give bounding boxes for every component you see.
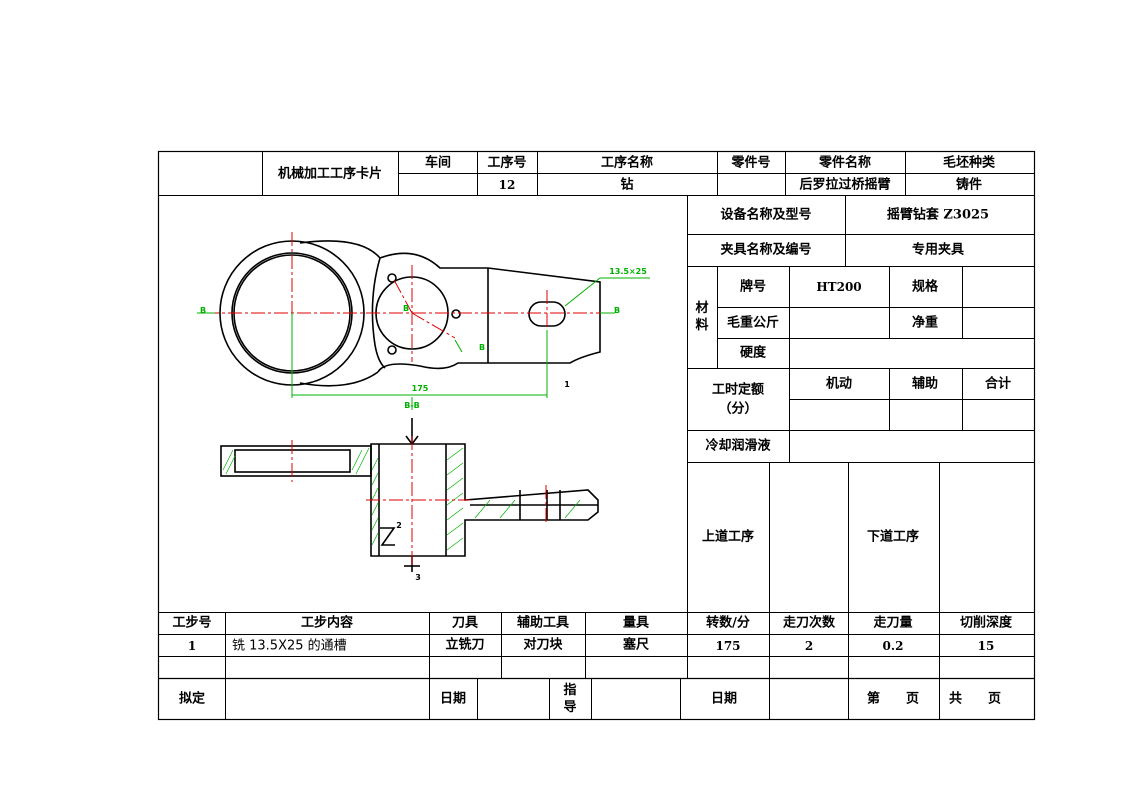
aux-label: 辅助	[911, 376, 939, 392]
op-name-value: 钻	[620, 177, 634, 193]
page-no-label: 第 页	[866, 691, 920, 707]
dim-slot: 13.5×25	[609, 267, 647, 276]
col-step-no: 工步号	[172, 615, 212, 631]
material-label: 材料	[695, 301, 709, 333]
coolant-label: 冷却润滑液	[705, 438, 771, 454]
step-speed: 175	[715, 639, 741, 653]
op-name-label: 工序名称	[600, 155, 654, 171]
guide-label: 指导	[563, 683, 577, 715]
total-pages-label: 共 页	[948, 691, 1002, 707]
equipment-value: 摇臂钻套 Z3025	[886, 207, 990, 223]
col-content: 工步内容	[300, 615, 354, 631]
next-op-label: 下道工序	[866, 529, 920, 545]
step-aux-tool: 对刀块	[523, 637, 563, 653]
step-feed: 0.2	[882, 639, 904, 653]
part-no-label: 零件号	[731, 155, 771, 171]
mark-b-right: B	[613, 306, 621, 315]
dim-length: 175	[411, 384, 429, 393]
fixture-label: 夹具名称及编号	[720, 242, 812, 258]
date-label-2: 日期	[710, 691, 738, 707]
part-name-value: 后罗拉过桥摇臂	[799, 177, 891, 193]
fixture-value: 专用夹具	[911, 242, 965, 258]
workshop-label: 车间	[424, 155, 452, 171]
step-gauge: 塞尺	[622, 637, 650, 653]
step-content: 铣 13.5X25 的通槽	[232, 638, 347, 654]
col-aux-tool: 辅助工具	[516, 615, 570, 631]
machine-label: 机动	[825, 376, 853, 392]
mark-b-arrow: B	[478, 343, 486, 352]
step-no: 1	[187, 639, 197, 653]
col-feed: 走刀量	[873, 615, 913, 631]
blank-type-label: 毛坯种类	[942, 155, 996, 171]
date-label-1: 日期	[439, 691, 467, 707]
col-gauge: 量具	[622, 615, 650, 631]
col-speed: 转数/分	[706, 615, 750, 631]
prev-op-label: 上道工序	[701, 529, 755, 545]
time-quota-unit: （分）	[718, 401, 758, 417]
hardness-label: 硬度	[739, 345, 767, 361]
step-depth: 15	[977, 639, 995, 653]
drafted-label: 拟定	[178, 691, 206, 707]
mark-b-left: B	[199, 306, 207, 315]
section-body	[370, 443, 599, 557]
part-name-label: 零件名称	[818, 155, 872, 171]
section-label: B-B	[404, 401, 420, 410]
step-tool: 立铣刀	[445, 637, 485, 653]
step-passes: 2	[804, 639, 814, 653]
col-tool: 刀具	[451, 615, 479, 631]
total-label: 合计	[984, 376, 1012, 392]
op-no-value: 12	[498, 178, 516, 192]
mark-b-bore: B	[402, 304, 410, 313]
grade-label: 牌号	[739, 279, 767, 295]
mark-3: 3	[415, 573, 421, 582]
gross-weight-label: 毛重公斤	[726, 315, 780, 331]
blank-type-value: 铸件	[955, 177, 983, 193]
mark-2: 2	[396, 521, 402, 530]
net-weight-label: 净重	[911, 315, 939, 331]
card-title: 机械加工工序卡片	[277, 166, 383, 182]
time-quota-label: 工时定额	[711, 382, 765, 398]
col-passes: 走刀次数	[782, 615, 836, 631]
col-depth: 切削深度	[959, 615, 1013, 631]
equipment-label: 设备名称及型号	[720, 207, 812, 223]
spec-label: 规格	[911, 279, 939, 295]
mark-1: 1	[564, 380, 570, 389]
op-no-label: 工序号	[487, 155, 527, 171]
grade-value: HT200	[816, 280, 862, 294]
